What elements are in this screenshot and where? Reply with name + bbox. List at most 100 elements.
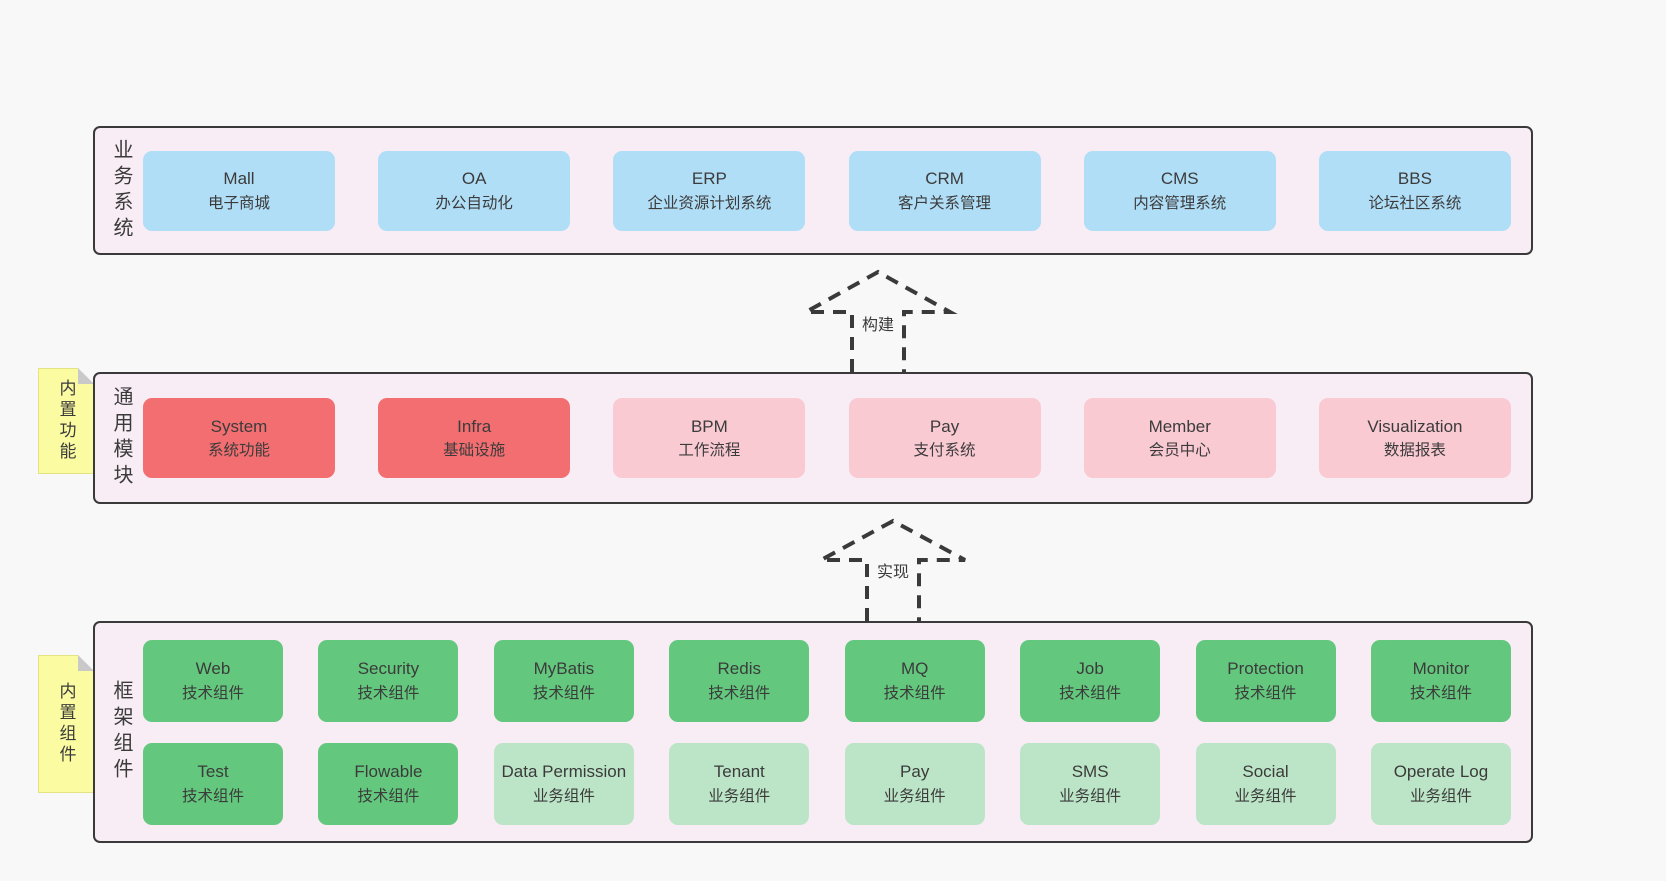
box-pay: Pay 业务组件: [844, 742, 985, 825]
box-title: CRM: [925, 169, 964, 189]
box-title: Pay: [900, 762, 930, 782]
folded-corner-icon: [78, 368, 94, 384]
box-title: System: [210, 416, 268, 436]
box-protection: Protection 技术组件: [1195, 639, 1336, 722]
box-title: Test: [197, 762, 229, 782]
box-erp: ERP 企业资源计划系统: [613, 150, 806, 231]
sticky-note-builtin-features: 内置功能: [38, 368, 94, 474]
box-title: Visualization: [1367, 416, 1463, 436]
box-subtitle: 系统功能: [207, 442, 270, 460]
box-title: Pay: [929, 416, 960, 436]
box-subtitle: 技术组件: [1409, 684, 1472, 702]
box-subtitle: 客户关系管理: [898, 194, 992, 212]
box-subtitle: 企业资源计划系统: [647, 194, 772, 212]
box-subtitle: 技术组件: [181, 684, 244, 702]
box-title: Redis: [717, 659, 761, 679]
box-subtitle: 技术组件: [883, 684, 946, 702]
panel-side-label: 框架组件: [110, 680, 132, 784]
box-mybatis: MyBatis 技术组件: [493, 639, 634, 722]
box-subtitle: 技术组件: [532, 684, 595, 702]
box-infra: Infra 基础设施: [378, 398, 571, 478]
arrow-label-build: 构建: [798, 309, 958, 337]
arrow-label-text: 构建: [856, 309, 899, 337]
box-social: Social 业务组件: [1195, 742, 1336, 825]
box-title: Data Permission: [501, 762, 627, 782]
sticky-note-builtin-components: 内置组件: [38, 655, 94, 793]
box-subtitle: 数据报表: [1383, 442, 1446, 460]
box-title: Member: [1148, 416, 1211, 436]
box-crm: CRM 客户关系管理: [848, 150, 1041, 231]
box-subtitle: 内容管理系统: [1133, 194, 1227, 212]
box-subtitle: 基础设施: [443, 442, 506, 460]
box-subtitle: 技术组件: [1059, 684, 1122, 702]
box-subtitle: 支付系统: [913, 442, 976, 460]
box-title: BPM: [690, 416, 728, 436]
box-title: CMS: [1160, 169, 1199, 189]
box-job: Job 技术组件: [1020, 639, 1161, 722]
arrow-label-implement: 实现: [813, 556, 973, 584]
box-subtitle: 技术组件: [708, 684, 771, 702]
box-visualization: Visualization 数据报表: [1318, 398, 1511, 478]
box-title: SMS: [1071, 762, 1109, 782]
box-subtitle: 技术组件: [357, 684, 420, 702]
box-subtitle: 技术组件: [181, 787, 244, 805]
box-cms: CMS 内容管理系统: [1083, 150, 1276, 231]
folded-corner-icon: [78, 655, 94, 671]
box-flowable: Flowable 技术组件: [318, 742, 459, 825]
box-title: MyBatis: [533, 659, 595, 679]
box-subtitle: 业务组件: [708, 787, 771, 805]
box-title: Mall: [223, 169, 255, 189]
box-subtitle: 业务组件: [1059, 787, 1122, 805]
box-system: System 系统功能: [143, 398, 335, 478]
box-subtitle: 技术组件: [357, 787, 420, 805]
box-subtitle: 论坛社区系统: [1368, 194, 1462, 212]
box-mall: Mall 电子商城: [143, 150, 335, 231]
box-monitor: Monitor 技术组件: [1370, 639, 1511, 722]
box-member: Member 会员中心: [1083, 398, 1276, 478]
box-web: Web 技术组件: [143, 639, 283, 722]
box-subtitle: 技术组件: [1234, 684, 1297, 702]
arrow-label-text: 实现: [871, 556, 914, 584]
box-test: Test 技术组件: [143, 742, 283, 825]
sticky-note-label: 内置功能: [56, 379, 76, 463]
up-block-arrow-icon: [820, 518, 966, 621]
box-title: ERP: [691, 169, 727, 189]
box-subtitle: 会员中心: [1148, 442, 1211, 460]
box-pay: Pay 支付系统: [848, 398, 1041, 478]
box-title: Monitor: [1412, 659, 1470, 679]
box-redis: Redis 技术组件: [669, 639, 810, 722]
box-mq: MQ 技术组件: [844, 639, 985, 722]
box-title: Flowable: [354, 762, 423, 782]
box-bbs: BBS 论坛社区系统: [1318, 150, 1511, 231]
box-title: Infra: [457, 416, 492, 436]
box-subtitle: 办公自动化: [435, 194, 513, 212]
panel-side-label: 通用模块: [110, 386, 132, 490]
box-title: MQ: [900, 659, 929, 679]
box-sms: SMS 业务组件: [1020, 742, 1161, 825]
box-title: Web: [195, 659, 231, 679]
box-subtitle: 业务组件: [1234, 787, 1297, 805]
box-title: Social: [1242, 762, 1289, 782]
up-block-arrow-icon: [798, 269, 958, 372]
module-row: Mall 电子商城 OA 办公自动化 ERP 企业资源计划系统 CRM 客户关系管理 CMS 内容…: [143, 150, 1511, 231]
box-title: Job: [1076, 659, 1104, 679]
box-title: Protection: [1227, 659, 1304, 679]
box-title: BBS: [1397, 169, 1432, 189]
box-subtitle: 电子商城: [207, 194, 270, 212]
box-title: OA: [461, 169, 487, 189]
panel-rows: Mall 电子商城 OA 办公自动化 ERP 企业资源计划系统 CRM 客户关系管理 CMS 内容…: [143, 150, 1511, 231]
box-subtitle: 业务组件: [883, 787, 946, 805]
box-oa: OA 办公自动化: [378, 150, 571, 231]
